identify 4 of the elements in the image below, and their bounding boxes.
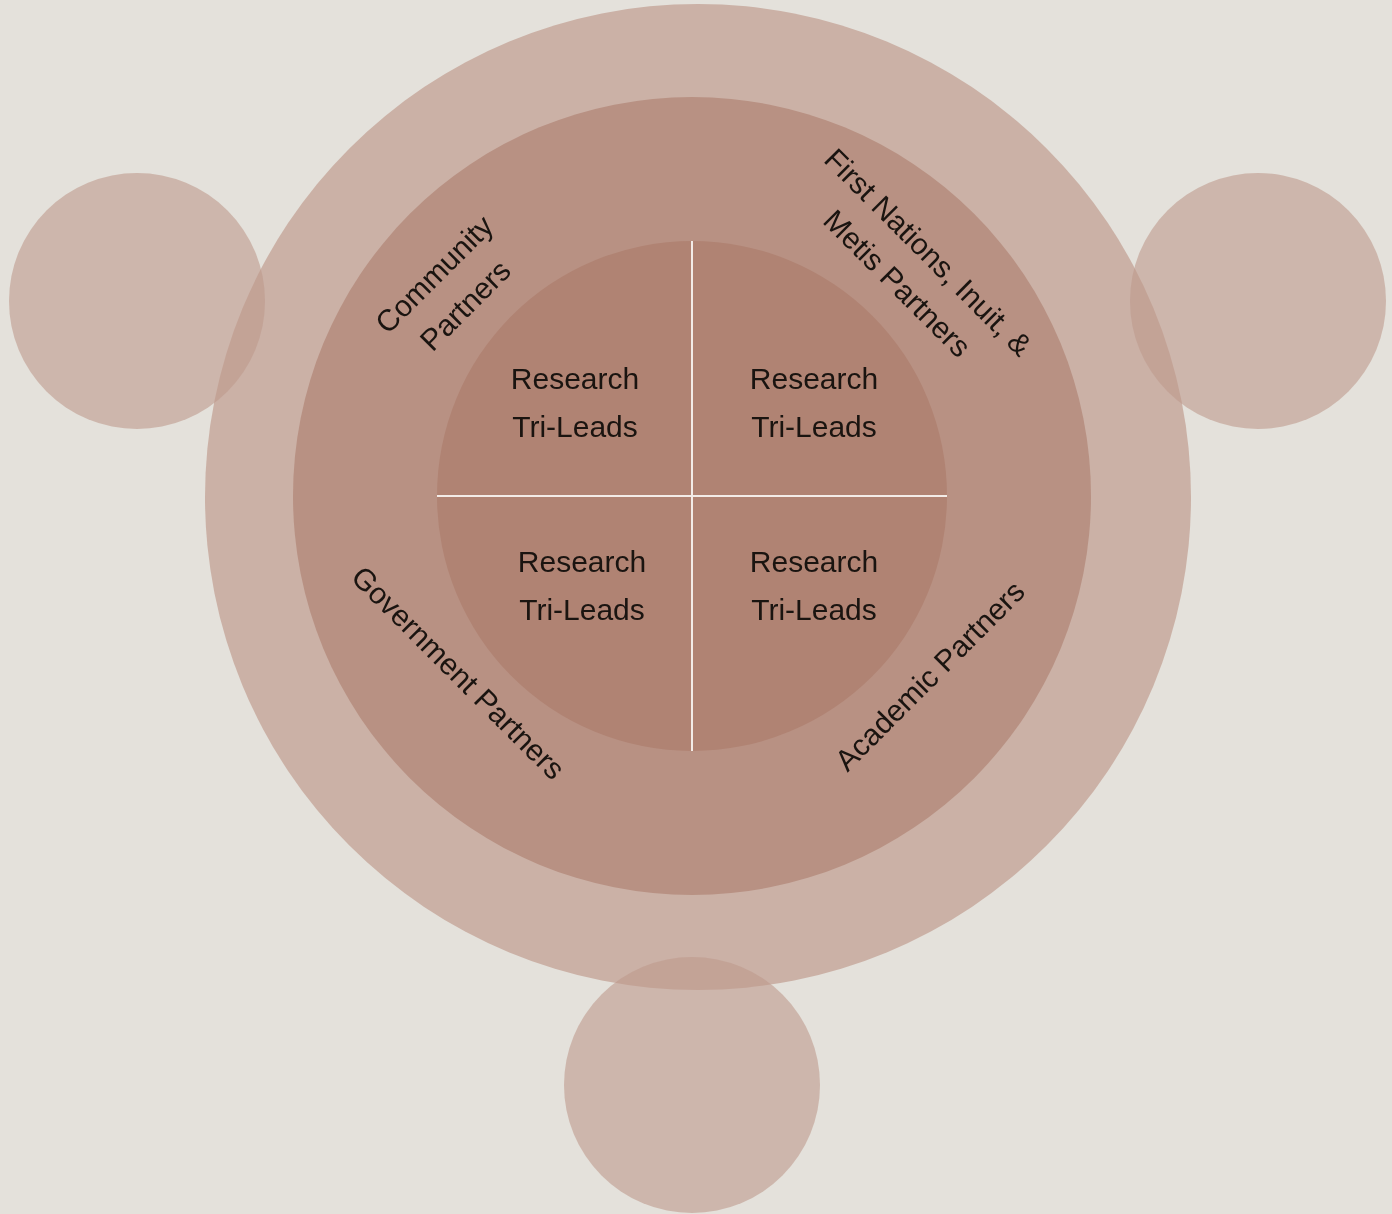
quadrant-label: Research Tri-Leads xyxy=(724,355,904,451)
quadrant-label: Research Tri-Leads xyxy=(724,538,904,634)
quadrant-label: Research Tri-Leads xyxy=(492,538,672,634)
quadrant-label: Research Tri-Leads xyxy=(485,355,665,451)
